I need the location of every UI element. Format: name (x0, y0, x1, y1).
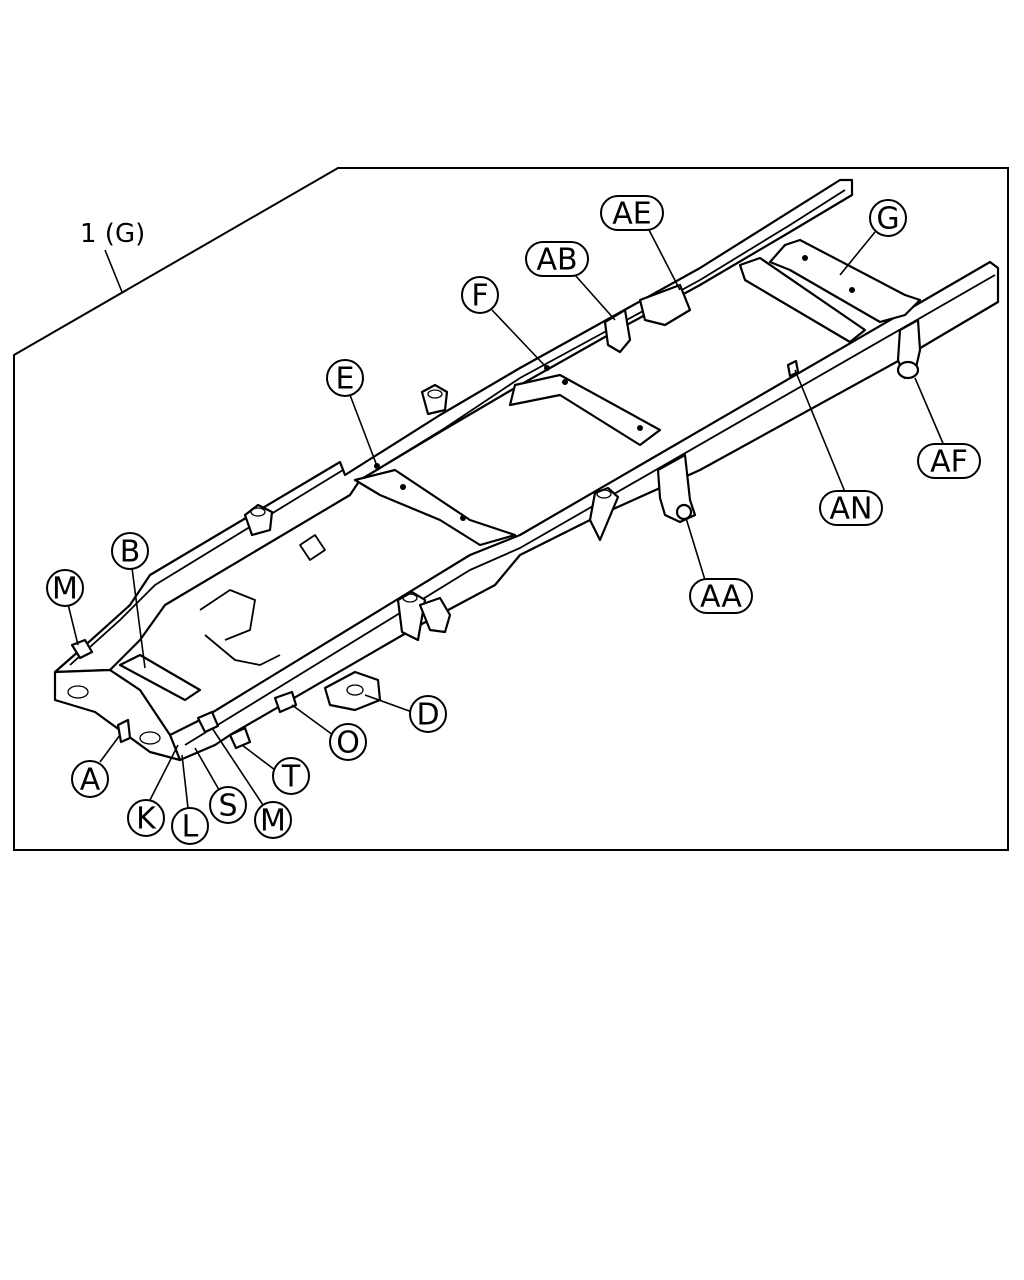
bracket-m-front (196, 710, 220, 734)
svg-text:L: L (182, 810, 199, 845)
svg-text:M: M (260, 804, 286, 839)
assembly-leader (104, 249, 123, 293)
hole (637, 425, 643, 431)
body-mount-3-top (596, 489, 612, 499)
chassis-frame (53, 178, 1000, 762)
body-mount-2 (420, 383, 449, 416)
svg-text:S: S (218, 789, 237, 824)
bracket-o (273, 690, 298, 714)
svg-text:AF: AF (930, 445, 968, 480)
callout-m-rear: M (46, 569, 84, 607)
callout-m-front: M (254, 801, 292, 839)
callout-e: E (326, 359, 364, 397)
svg-text:G: G (876, 202, 899, 237)
svg-text:E: E (336, 362, 355, 397)
hole (849, 287, 855, 293)
callout-b: B (111, 532, 149, 570)
bracket-t (228, 726, 252, 750)
callout-g: G (869, 199, 907, 237)
front-crossmember (53, 668, 182, 762)
assembly-label: 1 (G) (80, 219, 145, 249)
underside-3 (299, 534, 326, 561)
svg-text:K: K (136, 802, 157, 837)
svg-text:AN: AN (830, 492, 873, 527)
spring-hanger-aa-eye (675, 503, 693, 521)
hole (460, 515, 466, 521)
crossmember-an (738, 256, 867, 344)
diagram-border (13, 167, 1009, 851)
body-mount-1-top (250, 507, 266, 517)
underside-2 (204, 634, 281, 666)
bracket-d (323, 670, 382, 712)
svg-text:AB: AB (536, 243, 577, 278)
hole (562, 379, 568, 385)
callout-an: AN (819, 490, 883, 527)
svg-text:A: A (80, 763, 101, 798)
svg-text:T: T (281, 760, 301, 795)
bracket-d-hole (346, 684, 364, 696)
svg-text:AE: AE (612, 197, 651, 232)
underside-1 (199, 589, 256, 641)
body-mount-2-top (427, 389, 443, 399)
callout-d: D (409, 695, 447, 733)
crossmember-e (353, 468, 517, 547)
svg-text:M: M (52, 572, 78, 607)
callout-f: F (461, 276, 499, 314)
body-mount-4 (396, 590, 427, 642)
callout-t: T (272, 757, 310, 795)
callout-o: O (329, 723, 367, 761)
bracket-ae (638, 283, 692, 327)
bracket-ab (603, 308, 632, 354)
bracket-a (116, 718, 132, 744)
bracket-near-d (418, 596, 452, 634)
callout-ab: AB (525, 241, 589, 278)
callout-s: S (209, 786, 247, 824)
callout-k: K (127, 799, 165, 837)
svg-text:D: D (416, 698, 439, 733)
hole (802, 255, 808, 261)
rear-crossmember (768, 238, 922, 324)
leader-lines (67, 227, 946, 809)
callout-l: L (171, 807, 209, 845)
front-hole-2 (139, 731, 161, 745)
svg-text:F: F (471, 279, 488, 314)
hole (400, 484, 406, 490)
body-mount-3 (588, 486, 620, 542)
svg-text:B: B (120, 535, 141, 570)
crossmember-b (118, 653, 202, 702)
bracket-m-rear (70, 638, 94, 660)
svg-text:O: O (336, 726, 360, 761)
callout-a: A (71, 760, 109, 798)
right-rail-top-edge (184, 274, 996, 746)
front-hole-1 (67, 685, 89, 699)
svg-text:AA: AA (700, 580, 742, 615)
callout-ae: AE (600, 195, 664, 232)
callout-aa: AA (689, 578, 753, 615)
body-mount-4-top (402, 593, 418, 603)
callouts: M B E F AB AE G AF (46, 195, 981, 845)
callout-af: AF (917, 443, 981, 480)
shackle-bracket-af-bush (896, 360, 920, 380)
crossmember-f (508, 373, 662, 447)
